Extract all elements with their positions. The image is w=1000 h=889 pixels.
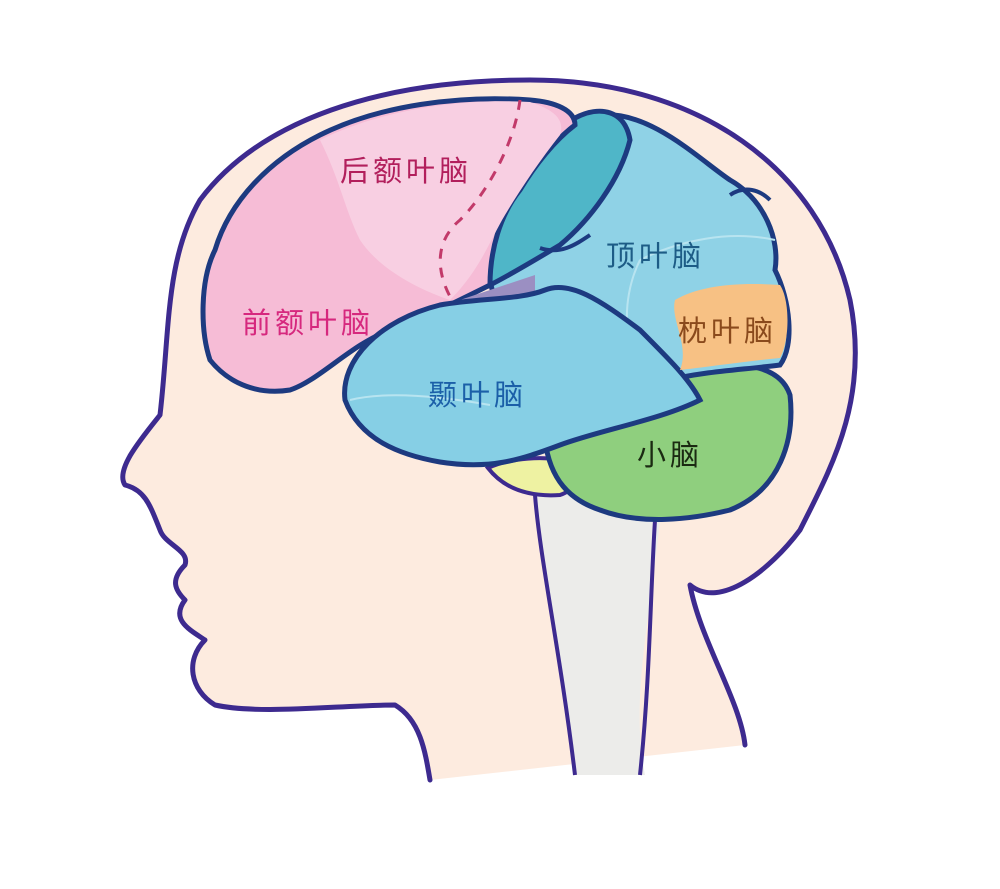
temporal-lobe-region: [342, 284, 704, 468]
label-cerebellum: 小脑: [637, 438, 704, 472]
occipital-region: [674, 283, 788, 370]
label-temporal: 颞叶脑: [428, 378, 528, 412]
label-occipital: 枕叶脑: [678, 314, 778, 348]
dashed-divider: [438, 99, 522, 301]
label-parietal: 顶叶脑: [606, 239, 706, 273]
label-prefrontal: 前额叶脑: [242, 306, 375, 340]
posterior-frontal-area: [320, 101, 562, 300]
label-posterior-frontal: 后额叶脑: [340, 154, 473, 188]
